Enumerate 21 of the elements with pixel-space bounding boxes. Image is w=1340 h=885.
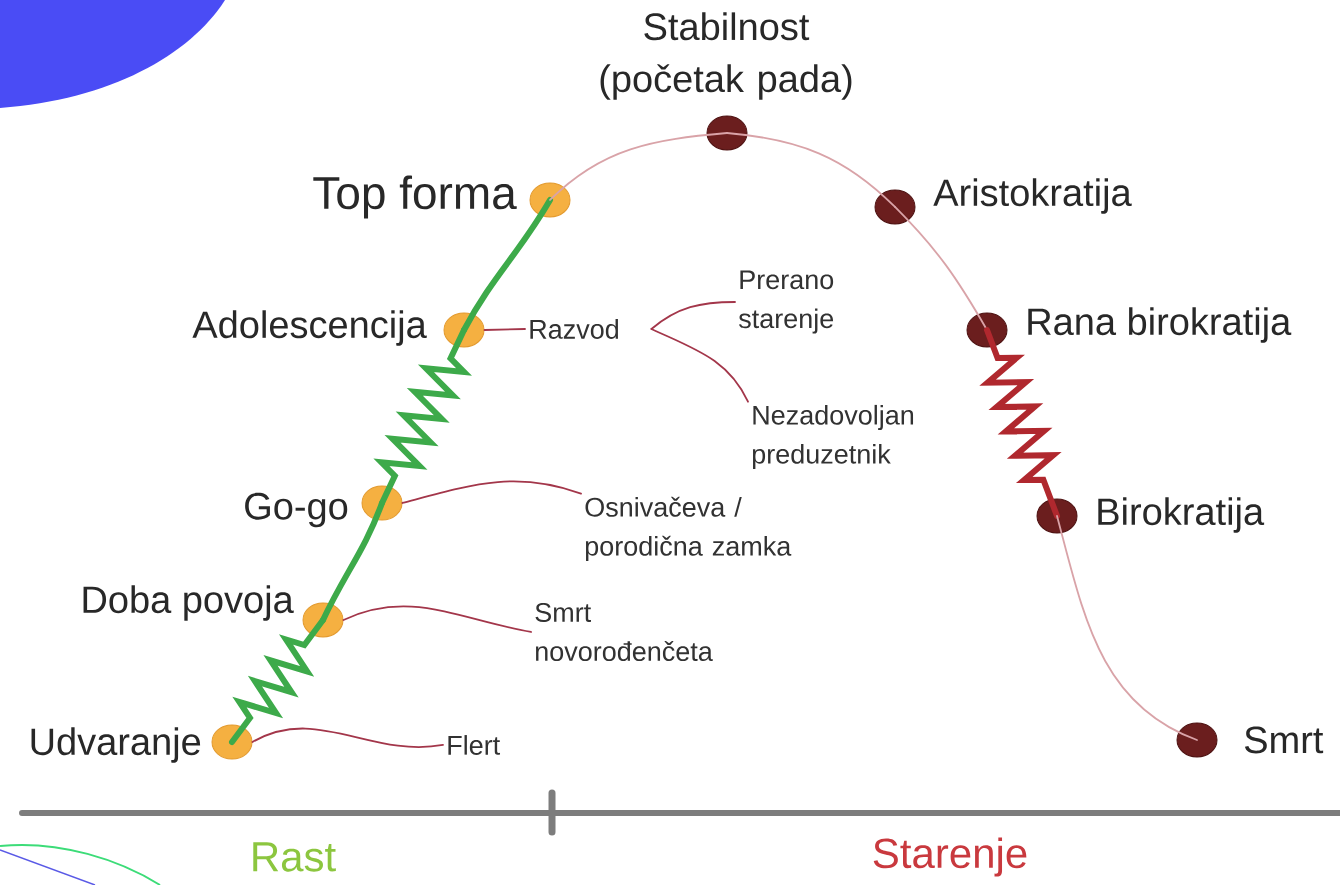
connector-line [549,132,728,201]
connector-line [650,328,749,403]
trap-label: Prerano starenje [738,270,834,334]
connector-line [373,327,472,506]
phase-label: Rast [253,842,336,872]
connector-line [461,197,553,333]
trap-label: Nezadovoljan preduzetnik [752,404,914,470]
connector-line [229,617,326,745]
connector-line [1056,515,1198,741]
trap-label: Razvod [530,319,618,339]
connector-line [251,727,444,748]
connector-line [979,327,1062,519]
connector-line [650,301,736,330]
connector-line [483,328,526,331]
trap-label: Flert [448,735,500,755]
trap-label: Osnivačeva / porodična zamka [585,496,792,562]
trap-label: Smrt novorođenčeta [535,602,713,662]
phase-label: Starenje [873,837,1027,877]
connector-line [342,605,532,633]
connector-line [726,132,896,208]
connector-line [401,480,582,504]
